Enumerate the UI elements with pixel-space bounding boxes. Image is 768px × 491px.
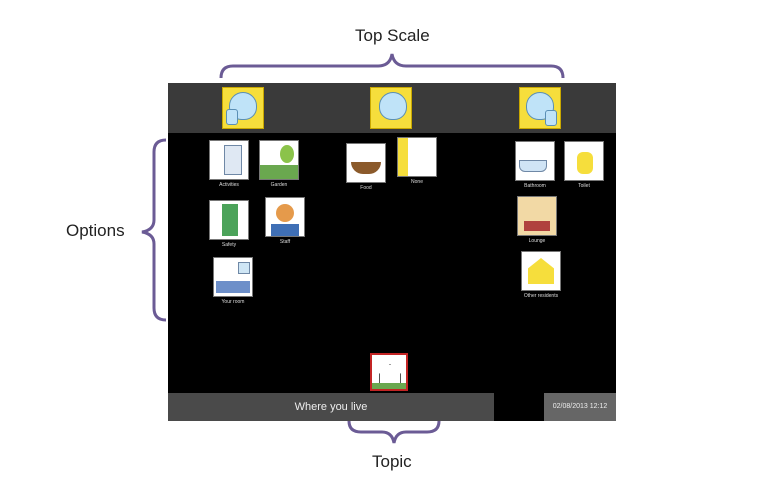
topic-label: Topic: [372, 452, 412, 471]
neutral-scale-icon[interactable]: [370, 87, 412, 129]
option-safety[interactable]: Safety: [209, 200, 249, 248]
activities-icon: [209, 140, 249, 180]
lounge-icon: [517, 196, 557, 236]
option-other-residents[interactable]: Other residents: [521, 251, 561, 299]
option-garden[interactable]: Garden: [259, 140, 299, 188]
option-activities[interactable]: Activities: [209, 140, 249, 188]
your-room-icon: [213, 257, 253, 297]
garden-icon: [259, 140, 299, 180]
option-food[interactable]: Food: [346, 143, 386, 191]
option-your-room[interactable]: Your room: [213, 257, 253, 305]
thumbs-up-scale-icon[interactable]: [222, 87, 264, 129]
staff-icon: [265, 197, 305, 237]
option-bathroom[interactable]: Bathroom: [515, 141, 555, 189]
app-screen: Activities Garden Safety Staff Your room…: [168, 83, 616, 421]
option-lounge[interactable]: Lounge: [517, 196, 557, 244]
datetime-display: 02/08/2013 12:12: [544, 393, 616, 421]
thumbs-down-scale-icon[interactable]: [519, 87, 561, 129]
options-label: Options: [66, 221, 125, 240]
option-toilet[interactable]: Toilet: [564, 141, 604, 189]
option-none[interactable]: None: [397, 137, 437, 185]
other-residents-icon: [521, 251, 561, 291]
safety-icon: [209, 200, 249, 240]
option-staff[interactable]: Staff: [265, 197, 305, 245]
topic-house-icon[interactable]: [370, 353, 408, 391]
topic-bar: Where you live: [168, 393, 494, 421]
top-scale-label: Top Scale: [355, 26, 430, 45]
none-icon: [397, 137, 437, 177]
food-icon: [346, 143, 386, 183]
top-scale-bar: [168, 83, 616, 133]
toilet-icon: [564, 141, 604, 181]
bathroom-icon: [515, 141, 555, 181]
